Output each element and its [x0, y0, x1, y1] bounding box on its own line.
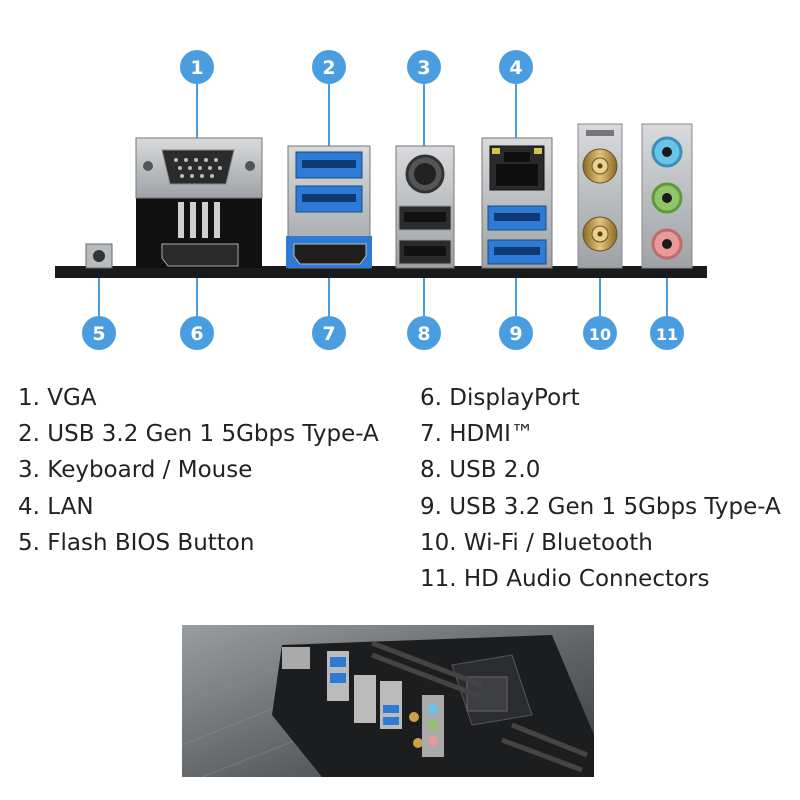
legend-item: 9. USB 3.2 Gen 1 5Gbps Type-A	[420, 493, 781, 520]
callout-number: 8	[417, 323, 430, 345]
vga-port	[161, 149, 235, 185]
flash-bios-button-port	[85, 243, 113, 269]
callout-badge-4: 4	[499, 50, 533, 84]
legend-item: 2. USB 3.2 Gen 1 5Gbps Type-A	[18, 421, 379, 448]
legend-item: 4. LAN	[18, 493, 94, 520]
usb2-port	[404, 246, 446, 256]
legend-item: 8. USB 2.0	[420, 457, 541, 484]
legend-item: 6. DisplayPort	[420, 385, 580, 411]
callout-number: 9	[509, 323, 522, 345]
callout-circle	[407, 50, 441, 84]
callout-number: 7	[322, 323, 335, 345]
callout-number: 2	[322, 57, 335, 79]
wifi-antenna-stack	[577, 123, 623, 269]
callout-badge-2: 2	[312, 50, 346, 84]
callout-circle	[407, 316, 441, 350]
motherboard-photo	[182, 625, 594, 777]
callout-badge-6: 6	[180, 316, 214, 350]
callout-circle	[312, 316, 346, 350]
legend-item: 1. VGA	[18, 385, 97, 411]
callout-badge-10: 10	[583, 316, 617, 350]
legend-left-column: 1. VGA 2. USB 3.2 Gen 1 5Gbps Type-A 3. …	[18, 380, 379, 561]
legend-item: 10. Wi-Fi / Bluetooth	[420, 529, 653, 556]
callout-badge-7: 7	[312, 316, 346, 350]
callout-circle	[583, 316, 617, 350]
callout-badges: 1 2 3 4 5 6 7 8 9 10 11	[82, 50, 684, 350]
audio-jack-stack	[641, 123, 693, 269]
callout-circle	[180, 316, 214, 350]
callout-badge-8: 8	[407, 316, 441, 350]
callout-circle	[312, 50, 346, 84]
callout-number: 4	[509, 57, 522, 79]
legend-item: 3. Keyboard / Mouse	[18, 457, 253, 484]
vga-displayport-stack	[135, 137, 263, 268]
callout-number: 10	[589, 325, 611, 344]
legend-item: 11. HD Audio Connectors	[420, 566, 710, 593]
callout-number: 3	[417, 57, 430, 79]
callout-circle	[499, 316, 533, 350]
lan-usb-stack	[481, 137, 553, 269]
callout-badge-9: 9	[499, 316, 533, 350]
callout-number: 5	[92, 323, 105, 345]
callout-badge-3: 3	[407, 50, 441, 84]
callout-circle	[82, 316, 116, 350]
hdmi-port	[293, 243, 367, 265]
callout-number: 11	[656, 325, 678, 344]
legend-item: 7. HDMI™	[420, 421, 534, 448]
legend-item: 5. Flash BIOS Button	[18, 529, 255, 556]
callout-badge-11: 11	[650, 316, 684, 350]
callout-number: 6	[190, 323, 203, 345]
callout-badge-5: 5	[82, 316, 116, 350]
ps2-usb2-stack	[395, 145, 455, 269]
callout-circle	[499, 50, 533, 84]
io-panel-diagram: 1 2 3 4 5 6 7 8 9 10 11	[55, 50, 707, 350]
io-shield-base	[55, 266, 707, 278]
displayport-port	[161, 243, 239, 267]
usb-hdmi-stack	[286, 145, 372, 269]
callout-circle	[650, 316, 684, 350]
usb2-port	[404, 212, 446, 222]
callout-circle	[180, 50, 214, 84]
callout-number: 1	[190, 57, 203, 79]
legend-right-column: 6. DisplayPort 7. HDMI™ 8. USB 2.0 9. US…	[420, 380, 781, 597]
callout-badge-1: 1	[180, 50, 214, 84]
